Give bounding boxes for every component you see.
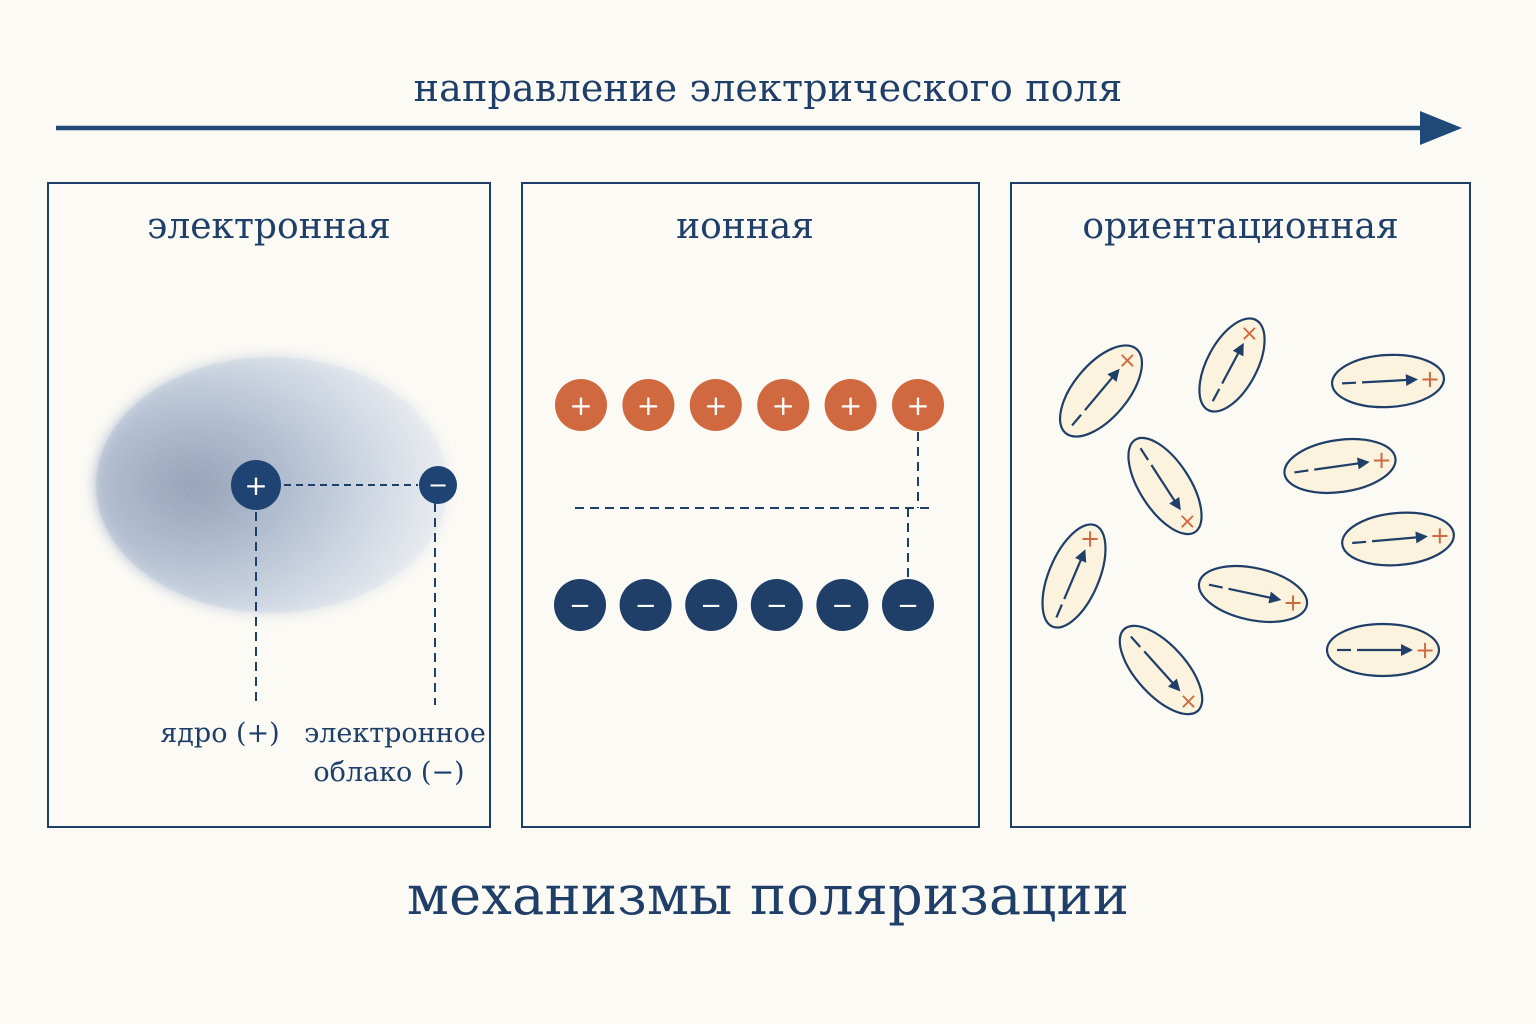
- orientational-polarization: × × + × + + + + × +: [1041, 317, 1455, 716]
- electronic-polarization: + −: [94, 355, 457, 705]
- panel-ionic-frame: [521, 182, 980, 828]
- cation: +: [622, 379, 675, 431]
- field-direction-arrow: [56, 111, 1462, 145]
- cation: +: [689, 379, 742, 431]
- panel-electronic-frame: [47, 182, 491, 828]
- anion: −: [816, 579, 869, 631]
- panel-title-orientational: ориентационная: [1082, 206, 1399, 247]
- electron-center: −: [419, 466, 457, 504]
- nucleus-plus-sign: +: [244, 469, 267, 502]
- cation-plus-sign: +: [906, 389, 929, 422]
- cation: +: [757, 379, 810, 431]
- nucleus-label: ядро (+): [160, 718, 280, 749]
- cloud-label-line1: электронное: [304, 718, 486, 749]
- anion-minus-sign: −: [700, 591, 722, 621]
- panel-orientational-frame: [1010, 182, 1471, 828]
- anion: −: [619, 579, 672, 631]
- dipole-plus-sign: +: [1372, 446, 1392, 474]
- anion-minus-sign: −: [897, 591, 919, 621]
- anion-minus-sign: −: [569, 591, 591, 621]
- panel-title-electronic: электронная: [147, 206, 391, 247]
- dipole: +: [1341, 511, 1455, 567]
- anion: −: [685, 579, 738, 631]
- anion-minus-sign: −: [766, 591, 788, 621]
- dipole: ×: [1058, 344, 1144, 438]
- dipole-plus-sign: +: [1080, 524, 1100, 552]
- ionic-polarization: + + + + + + − − − − − −: [554, 379, 944, 631]
- dipole: +: [1041, 523, 1107, 629]
- cation-plus-sign: +: [839, 389, 862, 422]
- cation: +: [892, 379, 944, 431]
- dipole-cross-sign: ×: [1118, 349, 1136, 374]
- cation-plus-sign: +: [704, 389, 727, 422]
- panel-title-ionic: ионная: [676, 206, 814, 247]
- main-title: механизмы поляризации: [406, 864, 1130, 927]
- dipole-cross-sign: ×: [1240, 321, 1258, 346]
- dipole: +: [1330, 353, 1446, 409]
- nucleus: +: [231, 460, 281, 510]
- dipole: +: [1197, 565, 1309, 623]
- cation-plus-sign: +: [569, 389, 592, 422]
- dipole: ×: [1127, 436, 1203, 536]
- dipole-cross-sign: ×: [1178, 509, 1196, 534]
- cation-plus-sign: +: [637, 389, 660, 422]
- electron-minus-sign: −: [428, 471, 448, 499]
- anion-minus-sign: −: [635, 591, 657, 621]
- dipole-plus-sign: +: [1283, 589, 1303, 617]
- dipole: +: [1283, 437, 1397, 495]
- anion: −: [554, 579, 606, 631]
- dipole-plus-sign: +: [1420, 365, 1440, 393]
- anion-row: −−−−−−: [554, 579, 934, 631]
- dipole: +: [1325, 622, 1441, 678]
- dipole-plus-sign: +: [1415, 636, 1435, 664]
- dipole: ×: [1198, 317, 1266, 413]
- cation-plus-sign: +: [771, 389, 794, 422]
- anion-minus-sign: −: [832, 591, 854, 621]
- dipole-plus-sign: +: [1430, 521, 1450, 549]
- dipole: ×: [1118, 624, 1204, 716]
- cation-row: + + + + + +: [555, 379, 944, 431]
- cloud-label-line2: облако (−): [313, 757, 465, 788]
- dipole-cross-sign: ×: [1179, 689, 1197, 714]
- cation: +: [824, 379, 877, 431]
- anion: −: [882, 579, 934, 631]
- field-direction-label: направление электрического поля: [413, 66, 1123, 110]
- cation: +: [555, 379, 607, 431]
- anion: −: [750, 579, 803, 631]
